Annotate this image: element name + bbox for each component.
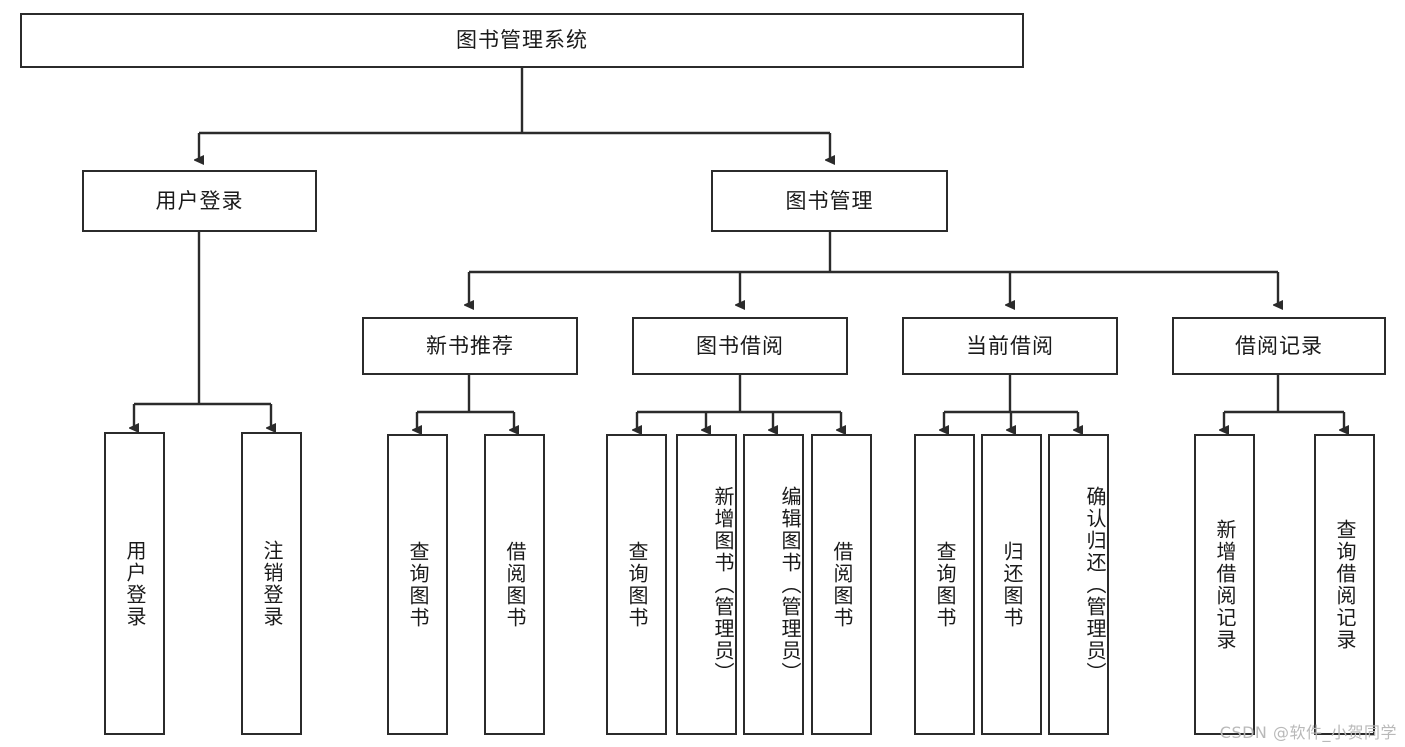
node-new-book-rec[interactable]: 新书推荐 — [362, 317, 578, 375]
csdn-watermark: CSDN @软件_小贺同学 — [1219, 723, 1397, 742]
node-leaf-query-book-2-label: 查询图书 — [625, 540, 649, 629]
node-new-book-rec-label: 新书推荐 — [426, 333, 514, 358]
node-leaf-borrow-book-2-label: 借阅图书 — [830, 540, 854, 629]
node-root[interactable]: 图书管理系统 — [20, 13, 1024, 68]
node-leaf-query-record[interactable]: 查询借阅记录 — [1314, 434, 1375, 735]
node-leaf-user-login[interactable]: 用户登录 — [104, 432, 165, 735]
node-leaf-add-record[interactable]: 新增借阅记录 — [1194, 434, 1255, 735]
node-user-login-label: 用户登录 — [155, 188, 244, 213]
node-book-borrow-label: 图书借阅 — [696, 333, 784, 358]
node-leaf-query-book-1[interactable]: 查询图书 — [387, 434, 448, 735]
node-current-borrow-label: 当前借阅 — [966, 333, 1054, 358]
node-leaf-confirm-return[interactable]: 确认归还（管理员） — [1048, 434, 1109, 735]
node-leaf-add-book[interactable]: 新增图书（管理员） — [676, 434, 737, 735]
node-leaf-return-book-label: 归还图书 — [1000, 540, 1024, 629]
node-leaf-user-logout-label: 注销登录 — [260, 539, 284, 628]
node-leaf-borrow-book-2[interactable]: 借阅图书 — [811, 434, 872, 735]
node-borrow-record[interactable]: 借阅记录 — [1172, 317, 1386, 375]
node-leaf-add-record-label: 新增借阅记录 — [1213, 518, 1237, 651]
node-leaf-confirm-return-label: 确认归还（管理员） — [1083, 485, 1107, 684]
node-leaf-query-record-label: 查询借阅记录 — [1333, 518, 1357, 651]
node-leaf-edit-book-label: 编辑图书（管理员） — [778, 485, 802, 684]
node-leaf-user-login-label: 用户登录 — [123, 539, 147, 628]
node-leaf-user-logout[interactable]: 注销登录 — [241, 432, 302, 735]
node-book-borrow[interactable]: 图书借阅 — [632, 317, 848, 375]
node-current-borrow[interactable]: 当前借阅 — [902, 317, 1118, 375]
node-leaf-borrow-book-1[interactable]: 借阅图书 — [484, 434, 545, 735]
node-root-label: 图书管理系统 — [456, 28, 588, 53]
node-book-manage[interactable]: 图书管理 — [711, 170, 948, 232]
node-leaf-query-book-3-label: 查询图书 — [933, 540, 957, 629]
node-leaf-return-book[interactable]: 归还图书 — [981, 434, 1042, 735]
node-leaf-edit-book[interactable]: 编辑图书（管理员） — [743, 434, 804, 735]
node-book-manage-label: 图书管理 — [785, 188, 874, 213]
node-leaf-query-book-1-label: 查询图书 — [406, 540, 430, 629]
node-leaf-add-book-label: 新增图书（管理员） — [711, 485, 735, 684]
node-leaf-query-book-3[interactable]: 查询图书 — [914, 434, 975, 735]
node-borrow-record-label: 借阅记录 — [1235, 333, 1323, 358]
node-user-login[interactable]: 用户登录 — [82, 170, 317, 232]
node-leaf-borrow-book-1-label: 借阅图书 — [503, 540, 527, 629]
node-leaf-query-book-2[interactable]: 查询图书 — [606, 434, 667, 735]
